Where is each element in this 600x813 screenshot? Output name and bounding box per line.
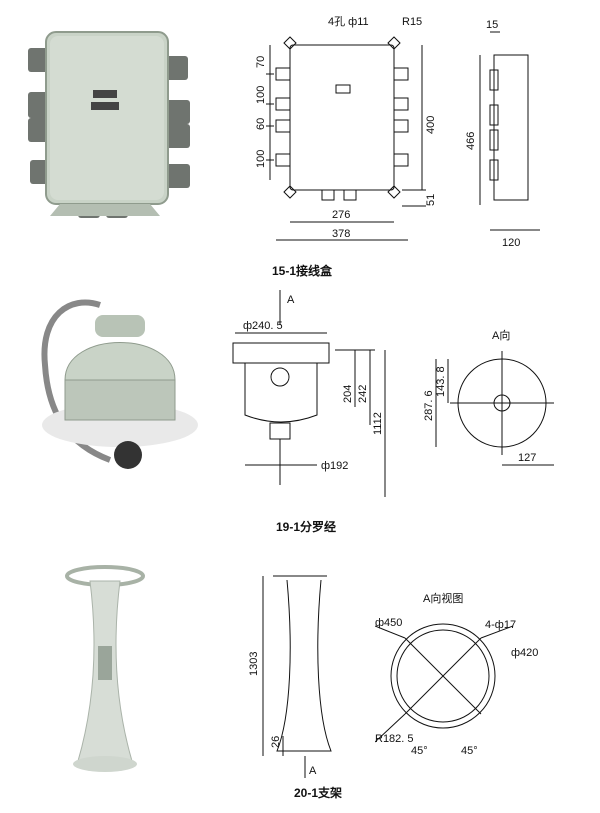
dim-70: 70 [255,56,267,68]
dim-100-bottom: 100 [255,150,267,168]
dim-276: 276 [332,209,350,221]
compass-top-view: A向 143. 8 287. 6 127 [423,328,554,466]
caption-stand: 20-1支架 [294,786,343,800]
stand-arrow-a: A [309,765,317,777]
arrow-a-label: A [287,294,295,306]
bottom-diameter: ф192 [321,460,348,472]
dim-204: 204 [342,385,354,403]
dim-242: 242 [357,385,369,403]
radius-label: R15 [402,16,422,28]
stand-side-drawing: 1303 26 A [248,575,332,778]
dim-51: 51 [425,194,437,206]
dim-100-top: 100 [255,86,267,104]
dim-143: 143. 8 [435,366,447,397]
dim-26: 26 [270,736,282,748]
top-diameter: ф240. 5 [243,320,283,332]
section-stand: 1303 26 A A向视图 ф450 ф420 4-ф17 R182. 5 4… [0,548,600,813]
dim-1303: 1303 [248,652,260,676]
side-dim-466: 466 [465,132,477,150]
stand-photo [65,565,145,772]
dim-60: 60 [255,118,267,130]
compass-side-drawing: A ф240. 5 204 242 1112 ф192 [232,290,386,497]
holes-label: 4孔 ф11 [328,15,369,28]
junction-box-photo [28,31,190,218]
view-title: A向视图 [423,591,463,605]
side-dim-120: 120 [502,237,520,249]
caption-junction-box: 15-1接线盒 [272,264,333,278]
junction-box-front-drawing: 4孔 ф11 R15 70 100 60 100 400 51 276 378 [255,15,437,241]
dim-1112: 1112 [372,412,384,435]
caption-repeater-compass: 19-1分罗经 [276,520,337,534]
dim-127: 127 [518,452,536,464]
dim-287: 287. 6 [423,390,435,421]
dim-400: 400 [425,116,437,134]
section-junction-box: 4孔 ф11 R15 70 100 60 100 400 51 276 378 … [0,0,600,278]
angle-left: 45° [411,745,428,757]
dim-378: 378 [332,228,350,240]
dim-420: ф420 [511,647,538,659]
angle-right: 45° [461,745,478,757]
dim-450: ф450 [375,617,402,629]
section-repeater-compass: A ф240. 5 204 242 1112 ф192 A向 143. 8 28… [0,280,600,540]
view-a-label: A向 [492,328,510,342]
side-dim-15: 15 [486,19,498,31]
compass-photo [41,299,198,469]
holes-4-17: 4-ф17 [485,619,516,631]
radius-182: R182. 5 [375,733,414,745]
stand-bottom-view: A向视图 ф450 ф420 4-ф17 R182. 5 45° 45° [375,591,538,757]
junction-box-side-drawing: 15 466 120 [465,19,540,249]
